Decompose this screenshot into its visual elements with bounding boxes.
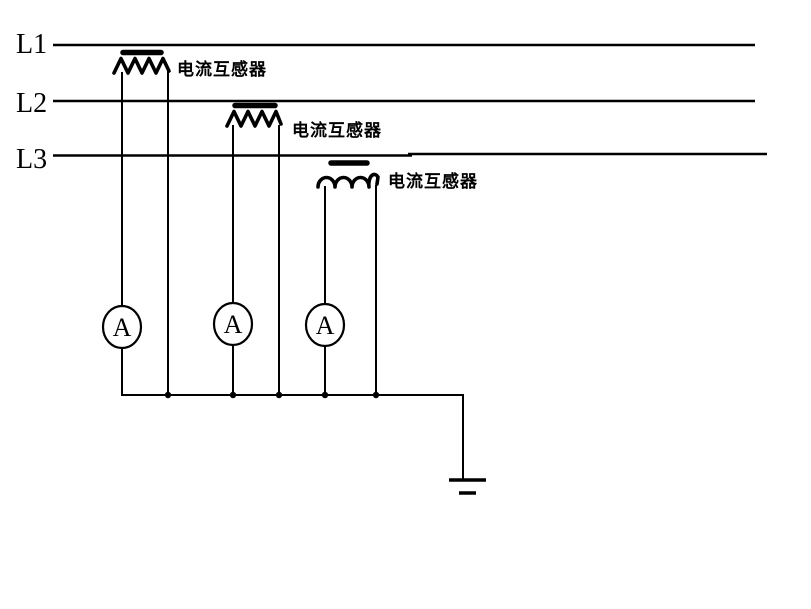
current-transformer-l2: 电流互感器 (225, 102, 382, 140)
ct3-secondary-winding-icon (316, 172, 380, 189)
ct2-secondary-winding-icon (225, 109, 283, 128)
phase-label-l2: L2 (16, 88, 47, 119)
phase-l1: L1 (16, 29, 755, 60)
ammeter1-circle-icon (101, 304, 143, 350)
ammeter1-label: A (113, 313, 132, 342)
ammeter-2: A (212, 301, 254, 347)
ground-symbol-icon (449, 478, 486, 495)
ct1-secondary-winding-icon (112, 56, 171, 75)
ammeter-1: A (101, 304, 143, 350)
ct3-label: 电流互感器 (388, 171, 478, 191)
junction-dot (164, 391, 172, 399)
secondary-wiring (121, 70, 464, 480)
ammeter-3: A (304, 302, 346, 348)
current-transformer-l3: 电流互感器 (316, 160, 478, 191)
common-bus-wire (121, 394, 464, 480)
ammeter3-label: A (316, 311, 335, 340)
current-transformer-l1: 电流互感器 (112, 49, 267, 79)
ct2-label: 电流互感器 (292, 120, 382, 140)
phase-label-l1: L1 (16, 29, 47, 60)
junction-dot (372, 391, 380, 399)
junction-dot (321, 391, 329, 399)
junction-dot (275, 391, 283, 399)
ammeter2-label: A (224, 310, 243, 339)
ammeter3-circle-icon (304, 302, 346, 348)
ammeter2-circle-icon (212, 301, 254, 347)
phase-l2: L2 (16, 88, 755, 119)
phase-l3: L3 (16, 144, 767, 175)
ct1-label: 电流互感器 (177, 59, 267, 79)
junction-dot (229, 391, 237, 399)
phase-label-l3: L3 (16, 144, 47, 175)
